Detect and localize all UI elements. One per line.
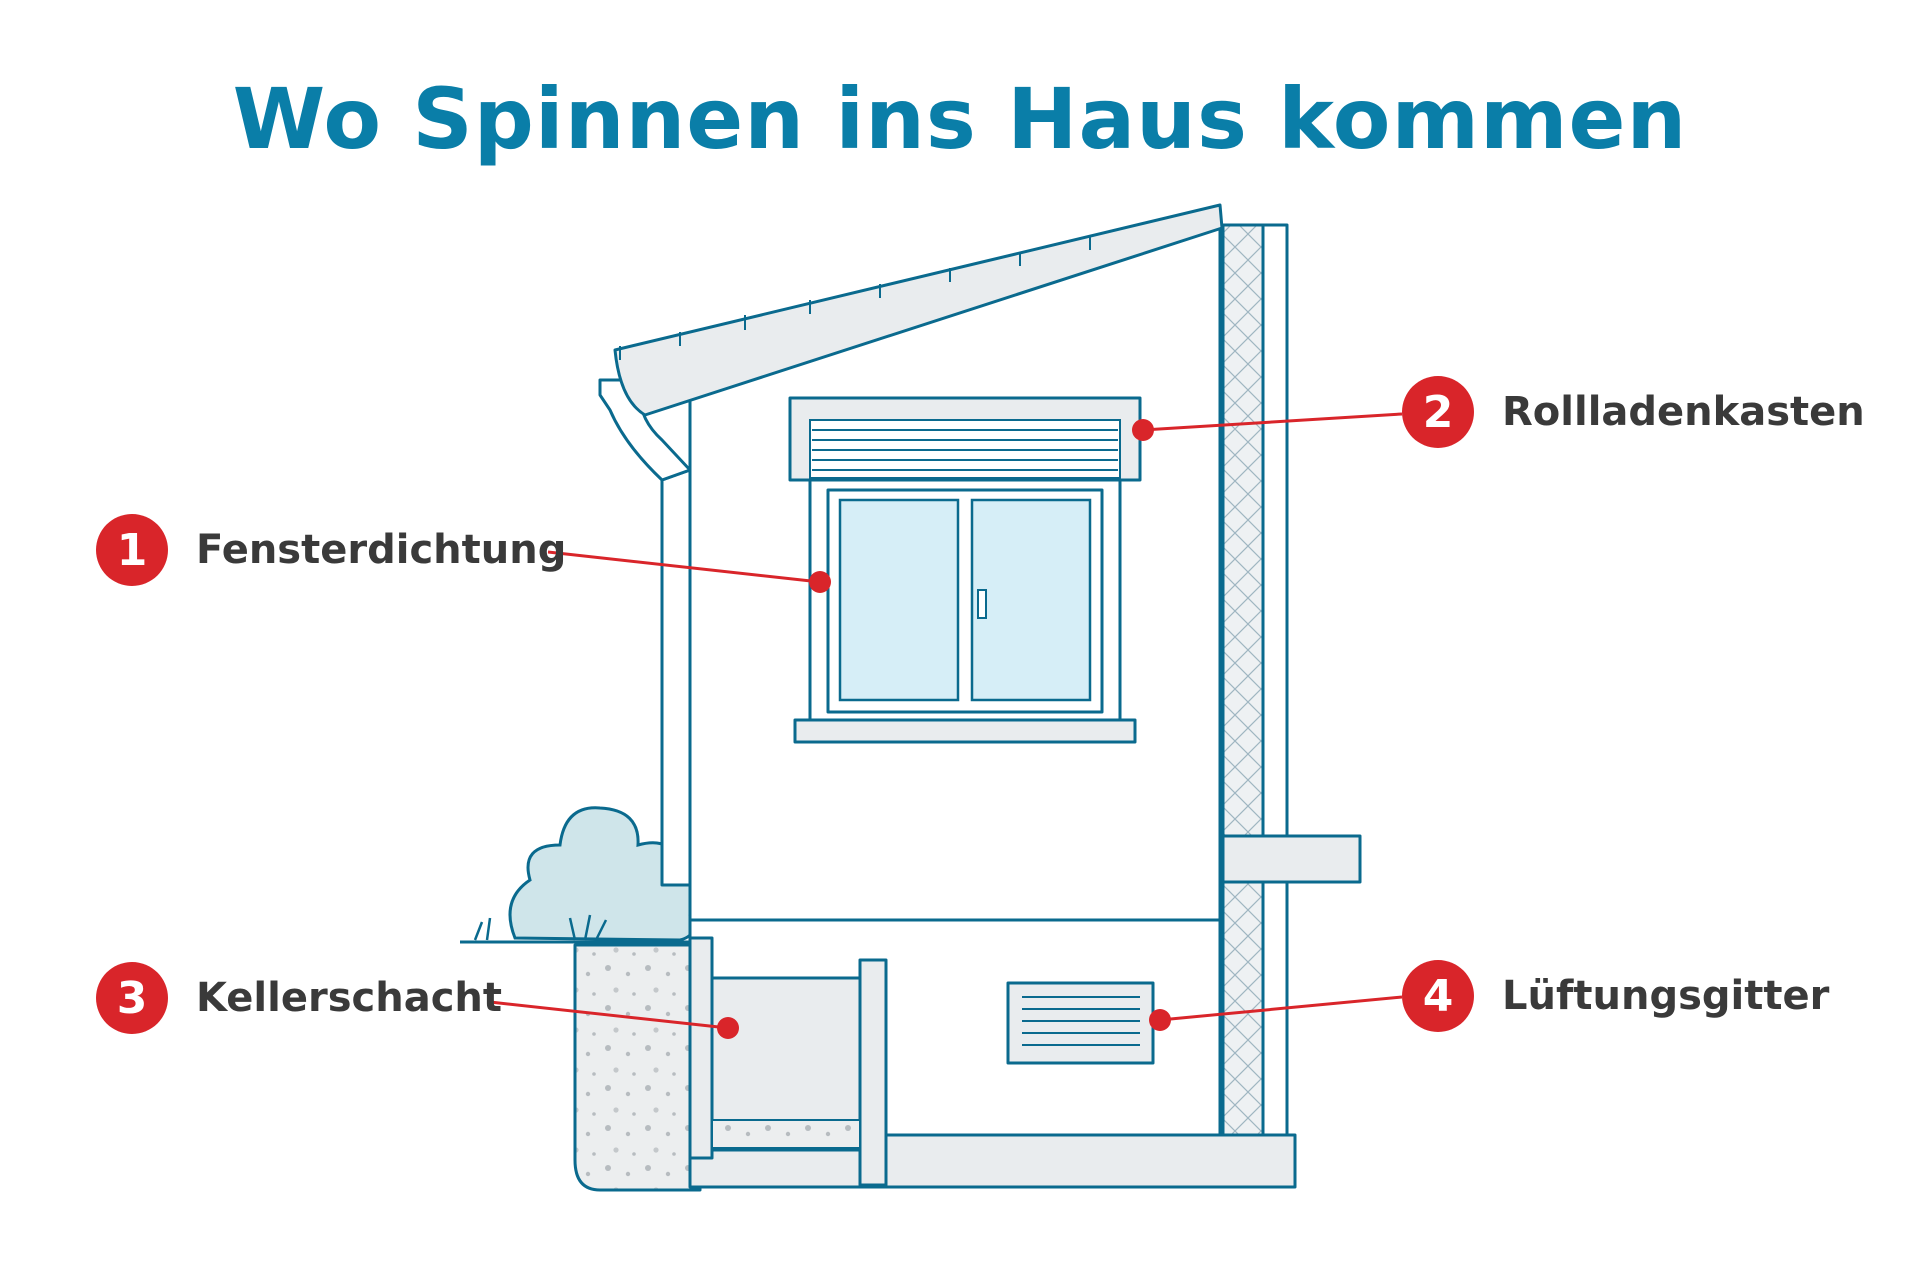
cellar-shaft-wall [858,958,888,1187]
leader-3 [489,1000,739,1039]
window-glass-left [838,498,960,702]
cellar-gravel [711,1119,861,1149]
ventilation-grille [1006,981,1155,1065]
roof [613,203,1224,417]
insulation-layer [1221,223,1265,1137]
window-glass-right [970,498,1092,702]
soil-block [573,943,702,1192]
diagram-title: Wo Spinnen ins Haus kommen [232,70,1688,168]
callout-number-badge: 1 [96,514,168,586]
window-sill [793,718,1137,744]
floor-slab [1221,834,1362,884]
outer-wall [1261,223,1289,1137]
cellar-shaft-rim [688,936,714,1160]
callout-label: Kellerschacht [196,975,502,1021]
callout-rollladenkasten: 2 Rollladenkasten [1402,376,1865,448]
roof-tiles [619,236,1091,360]
callout-number-badge: 2 [1402,376,1474,448]
callout-label: Lüftungsgitter [1502,973,1830,1019]
callout-label: Rollladenkasten [1502,389,1865,435]
callout-lueftungsgitter: 4 Lüftungsgitter [1402,960,1829,1032]
leader-4 [1149,995,1403,1031]
callout-fensterdichtung: 1 Fensterdichtung [96,514,566,586]
downpipe [660,468,692,887]
callout-number-badge: 3 [96,962,168,1034]
callout-number-badge: 4 [1402,960,1474,1032]
leader-2 [1132,412,1403,441]
grass [473,914,608,941]
window-handle [977,589,987,619]
leader-1 [547,550,831,593]
callout-label: Fensterdichtung [196,527,567,573]
callout-kellerschacht: 3 Kellerschacht [96,962,502,1034]
